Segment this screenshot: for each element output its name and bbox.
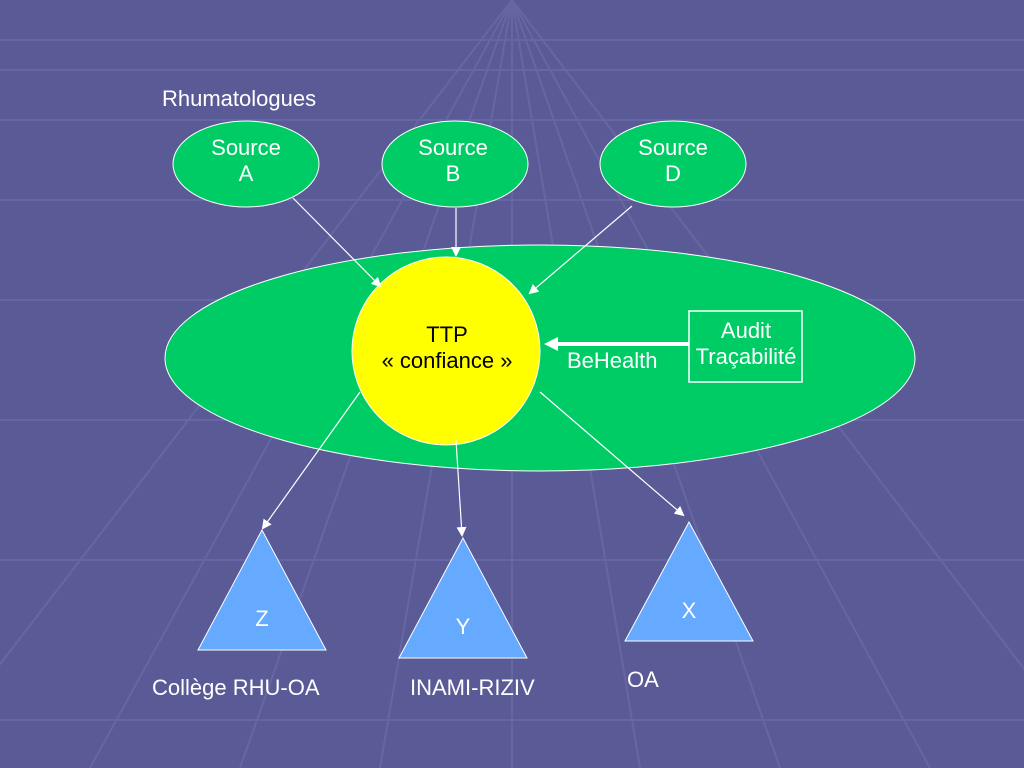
triangle-x-label: X [681,598,697,623]
triangle-x [624,520,754,642]
source-a-line1: Source [211,135,281,160]
arrow-ttp-to-x [539,391,685,517]
ttp-line1: TTP [426,322,468,347]
audit-line2: Traçabilité [695,344,797,370]
triangle-z-label: Z [255,606,269,631]
audit-line1: Audit [720,318,772,343]
source-b-line1: Source [418,135,488,160]
arrow-source-d-to-ttp [528,205,633,295]
source-a-node [172,120,320,208]
triangle-y [398,536,528,659]
source-b-label: Source B [418,135,488,188]
triangle-y-label: Y [455,614,471,639]
source-a-line2: A [238,161,254,187]
ttp-label: TTP « confiance » [382,322,513,375]
audit-box [688,310,803,383]
arrow-ttp-to-y [455,439,467,537]
ttp-line2: « confiance » [381,348,513,374]
ttp-node [351,256,541,446]
rhumatologues-label: Rhumatologues [162,86,317,111]
arrow-ttp-to-z [261,391,361,530]
behealth-label: BeHealth [567,348,658,373]
inami-label: INAMI-RIZIV [410,675,535,700]
source-d-label: Source D [638,135,708,188]
college-label: Collège RHU-OA [152,675,320,700]
source-d-line2: D [665,161,681,187]
source-b-line2: B [445,161,461,187]
triangle-z [197,528,327,651]
arrow-source-a-to-ttp [292,197,382,288]
source-a-label: Source A [211,135,281,188]
source-b-node [381,120,529,208]
audit-label: Audit Traçabilité [696,318,797,371]
source-d-node [599,120,747,208]
oa-label: OA [627,667,659,692]
source-d-line1: Source [638,135,708,160]
